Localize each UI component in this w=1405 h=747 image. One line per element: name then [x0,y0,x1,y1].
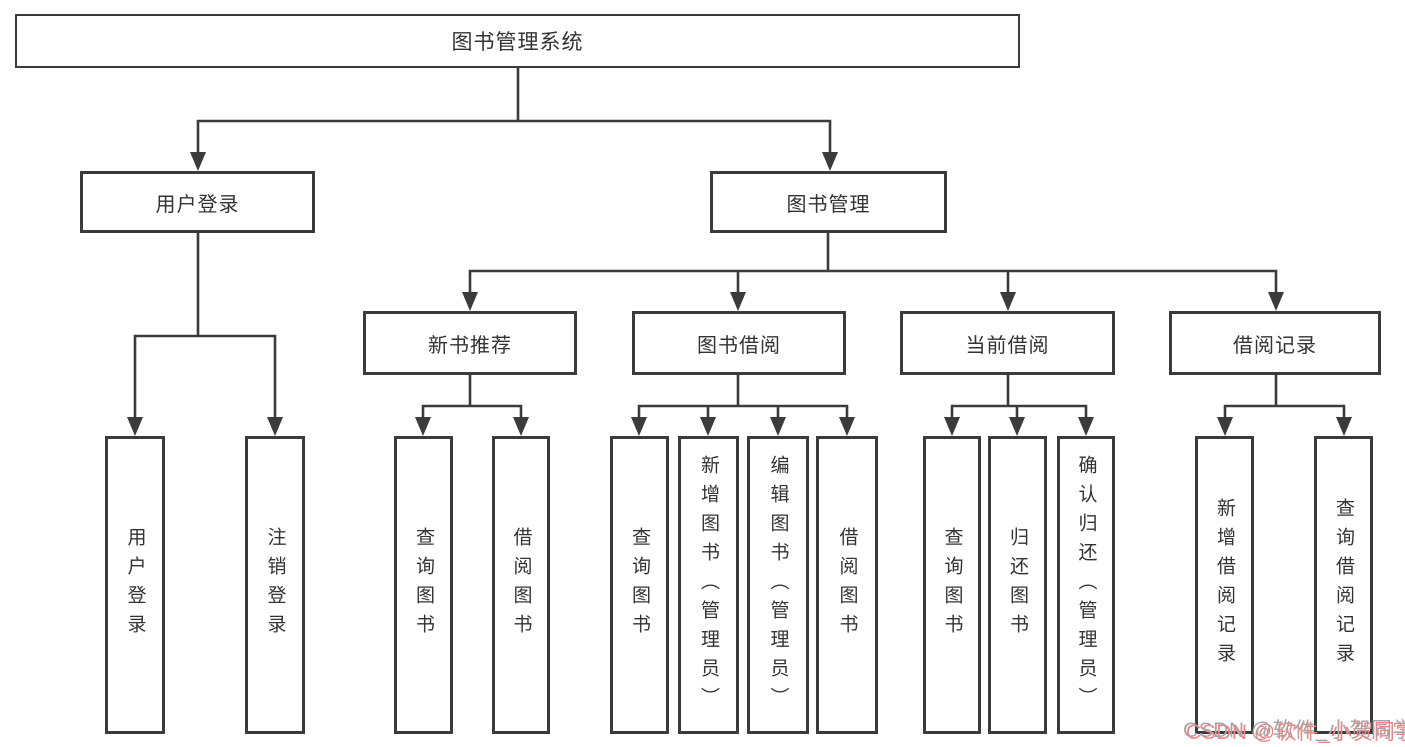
connector-root-to-level2 [190,68,838,171]
leaf-label: 查询借阅记录 [1333,498,1354,672]
node-label: 借阅记录 [1233,334,1317,357]
arrowhead [1268,292,1284,311]
leaf-logout: 注销登录 [245,436,305,734]
arrowhead [770,417,786,436]
node-library-management-system: 图书管理系统 [15,14,1020,68]
leaf-label: 借阅图书 [510,527,532,643]
connector-book-borrow-children [631,375,855,436]
node-label: 用户登录 [155,193,240,216]
connector-book-management-children [462,233,1284,311]
arrowhead [730,292,746,311]
leaf-label: 查询图书 [941,527,963,643]
node-current-borrow: 当前借阅 [900,311,1115,375]
leaf-label: 新增图书（管理员） [698,454,719,716]
arrowhead [839,417,855,436]
arrowhead [631,417,647,436]
arrowhead [944,417,960,436]
arrowhead [513,417,529,436]
arrowhead [1009,417,1025,436]
arrowhead [190,152,206,171]
arrowhead [1217,417,1233,436]
leaf-edit-books-admin: 编辑图书（管理员） [747,436,809,734]
leaf-label: 查询图书 [413,527,434,643]
leaf-confirm-return-admin: 确认归还（管理员） [1057,436,1115,734]
leaf-add-books-admin: 新增图书（管理员） [678,436,739,734]
leaf-label: 查询图书 [629,527,650,643]
leaf-user-login: 用户登录 [105,436,165,734]
connector-new-book-recommend-children [415,375,529,436]
node-book-borrow: 图书借阅 [632,311,846,375]
connector-current-borrow-children [944,375,1094,436]
node-user-login: 用户登录 [80,171,315,233]
leaf-borrow-books-recommend: 借阅图书 [492,436,550,734]
node-borrow-records: 借阅记录 [1169,311,1381,375]
leaf-add-borrow-record: 新增借阅记录 [1195,436,1254,734]
leaf-label: 借阅图书 [836,527,858,643]
node-label: 图书管理系统 [451,31,584,54]
arrowhead [127,417,143,436]
node-label: 新书推荐 [428,334,512,357]
leaf-query-books-current: 查询图书 [923,436,981,734]
csdn-watermark: CSDN @软件_小贺同学 [1183,719,1405,742]
arrowhead [462,292,478,311]
leaf-label: 新增借阅记录 [1214,498,1235,672]
arrowhead [267,417,283,436]
node-book-management: 图书管理 [710,171,947,233]
leaf-label: 注销登录 [264,527,286,643]
node-new-book-recommend: 新书推荐 [363,311,577,375]
leaf-label: 用户登录 [124,527,146,643]
arrowhead [1000,292,1016,311]
leaf-return-books: 归还图书 [988,436,1047,734]
arrowhead [822,152,838,171]
arrowhead [700,417,716,436]
leaf-borrow-books: 借阅图书 [816,436,878,734]
leaf-query-books-recommend: 查询图书 [394,436,453,734]
arrowhead [1336,417,1352,436]
node-label: 图书管理 [786,193,871,216]
arrowhead [415,417,431,436]
arrowhead [1078,417,1094,436]
node-label: 图书借阅 [697,334,781,357]
leaf-label: 确认归还（管理员） [1075,454,1097,716]
leaf-label: 归还图书 [1007,527,1028,643]
connector-user-login-children [127,233,283,436]
connector-borrow-records-children [1217,375,1352,436]
node-label: 当前借阅 [965,334,1050,357]
leaf-label: 编辑图书（管理员） [767,454,789,716]
leaf-query-borrow-record: 查询借阅记录 [1314,436,1373,734]
leaf-query-books-borrow: 查询图书 [610,436,669,734]
